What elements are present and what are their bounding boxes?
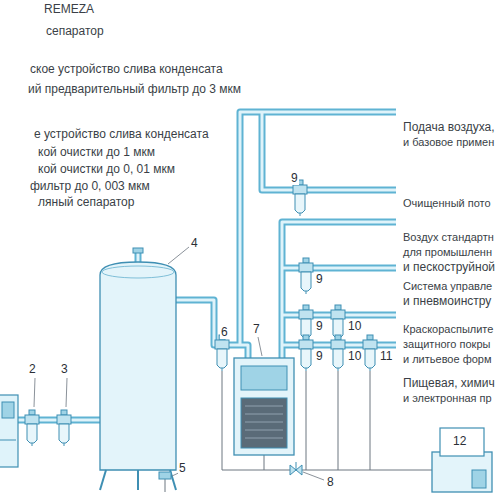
caption-text: для промышленн	[403, 245, 492, 259]
callout-number: 9	[290, 171, 299, 185]
callout-number: 9	[315, 349, 324, 363]
compressor	[0, 395, 18, 467]
caption-text: Система управле	[403, 279, 492, 293]
callout-number: 10	[347, 349, 362, 363]
caption-text: фильтр до 0, 003 мкм	[30, 179, 150, 193]
callout-number: 5	[178, 461, 187, 475]
air-receiver-tank	[100, 248, 176, 490]
caption-text: Очищенный пото	[403, 196, 491, 210]
caption-text: ий предварительный фильтр до 3 мкм	[28, 82, 241, 96]
callout-number: 2	[28, 362, 37, 376]
caption-text: ляный сепаратор	[38, 195, 134, 209]
callout-number: 3	[60, 362, 69, 376]
callout-number: 8	[326, 475, 335, 489]
callout-number: 10	[347, 319, 362, 333]
oil-water-separator	[432, 428, 492, 492]
callout-number: 6	[220, 325, 229, 339]
caption-text: и электронная пр	[403, 391, 492, 405]
caption-text: и литьевое форм	[403, 352, 492, 366]
caption-text: REMEZA	[44, 2, 94, 16]
caption-text: Воздух стандартн	[403, 230, 494, 244]
refrigeration-dryer	[234, 358, 294, 455]
drain-valve	[290, 462, 302, 475]
caption-text: и базовое примен	[403, 135, 494, 149]
callout-number: 9	[315, 272, 324, 286]
drain-lines	[165, 341, 432, 492]
callout-number: 9	[315, 319, 324, 333]
callout-number: 11	[379, 349, 393, 363]
caption-text: Краскораспылите	[403, 322, 493, 336]
leader-lines	[34, 247, 324, 480]
filters	[25, 180, 377, 446]
caption-text: кой очистки до 1 мкм	[38, 145, 155, 159]
caption-text: защитного покры	[403, 337, 490, 351]
caption-text: Подача воздуха,	[403, 120, 495, 134]
callout-number: 12	[452, 434, 467, 448]
caption-text: и пневмоинстру	[403, 294, 491, 308]
caption-text: ское устройство слива конденсата	[30, 62, 223, 76]
callout-number: 7	[252, 322, 261, 336]
caption-text: и пескоструйной	[403, 260, 495, 274]
caption-text: кой очистки до 0, 01 мкм	[38, 162, 175, 176]
caption-text: сепаратор	[46, 24, 104, 38]
caption-text: е устройство слива конденсата	[34, 127, 209, 141]
caption-text: Пищевая, химич	[403, 376, 495, 390]
callout-number: 4	[190, 236, 199, 250]
